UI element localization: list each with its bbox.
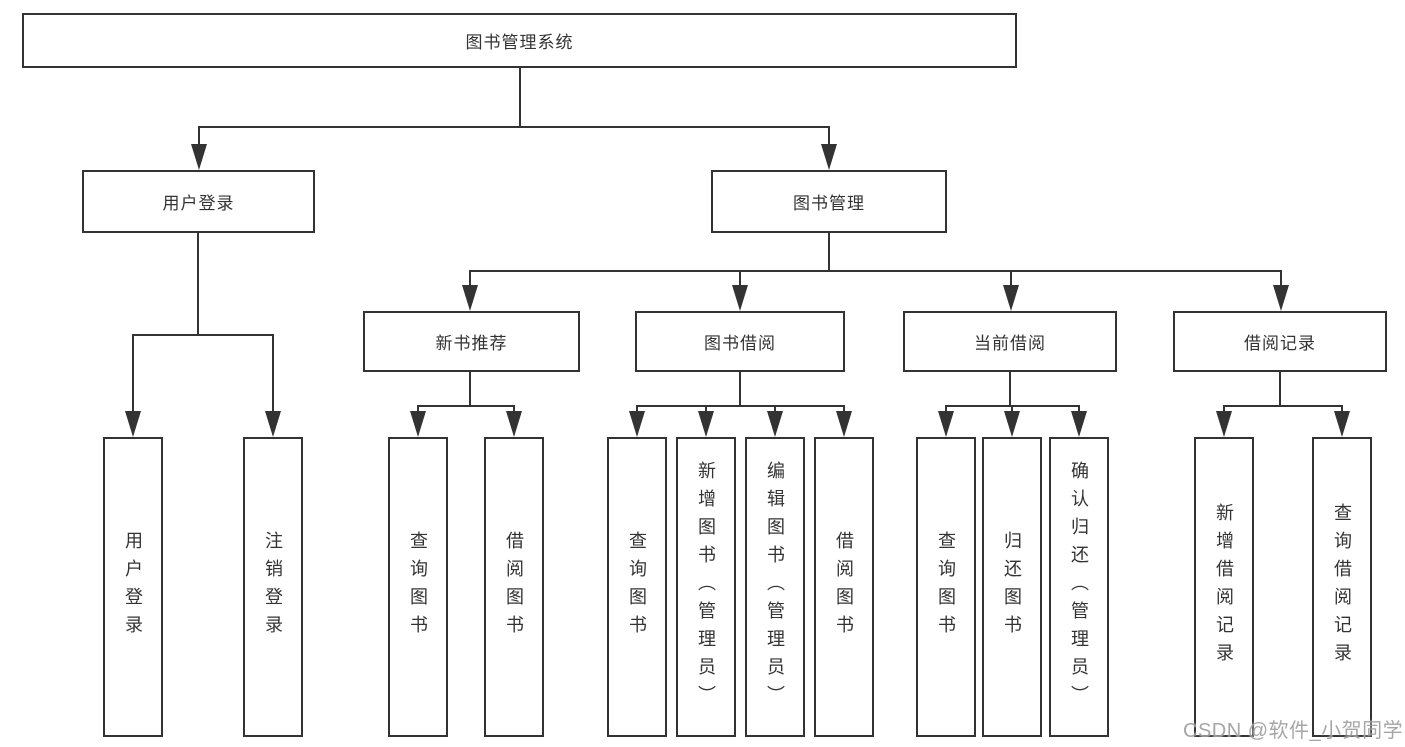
leaf-records-add-record: 新增借阅记录	[1194, 437, 1254, 737]
connector-recommend-branch	[417, 372, 515, 419]
node-label: 用户登录	[162, 194, 235, 213]
leaf-label: 查询图书	[936, 531, 956, 643]
leaf-label: 查询借阅记录	[1332, 503, 1352, 671]
leaf-label: 归还图书	[1002, 531, 1022, 643]
leaf-borrow-add-books-admin: 新增图书（管理员）	[676, 437, 736, 737]
connector-records-branch	[1223, 372, 1343, 419]
leaf-user-login: 用户登录	[103, 437, 163, 737]
node-book-management: 图书管理	[711, 170, 947, 233]
node-label: 图书管理	[793, 194, 865, 213]
node-borrowing-records: 借阅记录	[1173, 311, 1387, 372]
leaf-label: 确认归还（管理员）	[1069, 461, 1089, 713]
leaf-label: 查询图书	[408, 531, 428, 643]
node-label: 当前借阅	[974, 334, 1046, 353]
leaf-logout: 注销登录	[243, 437, 303, 737]
node-current-borrowing: 当前借阅	[903, 311, 1117, 372]
leaf-current-query-books: 查询图书	[916, 437, 976, 737]
leaf-borrow-query-books: 查询图书	[607, 437, 667, 737]
leaf-recommend-query-books: 查询图书	[388, 437, 448, 737]
leaf-label: 编辑图书（管理员）	[765, 461, 785, 713]
leaf-current-return-books: 归还图书	[982, 437, 1042, 737]
arrowheads	[125, 144, 1350, 437]
node-user-login: 用户登录	[82, 170, 315, 233]
connector-login-branch	[132, 233, 274, 419]
leaf-label: 借阅图书	[504, 531, 524, 643]
leaf-borrow-borrow-books: 借阅图书	[814, 437, 874, 737]
leaf-label: 借阅图书	[834, 531, 854, 643]
node-book-borrowing: 图书借阅	[635, 311, 845, 372]
node-label: 图书借阅	[704, 334, 776, 353]
node-library-management-system: 图书管理系统	[22, 13, 1017, 68]
node-new-book-recommendation: 新书推荐	[363, 311, 580, 372]
leaf-label: 新增图书（管理员）	[696, 461, 716, 713]
leaf-recommend-borrow-books: 借阅图书	[484, 437, 544, 737]
leaf-borrow-edit-books-admin: 编辑图书（管理员）	[745, 437, 805, 737]
node-label: 新书推荐	[435, 334, 508, 353]
leaf-label: 用户登录	[123, 531, 143, 643]
connector-mgmt-branch	[469, 233, 1282, 293]
csdn-watermark: CSDN @软件_小贺同学	[1183, 720, 1404, 742]
leaf-records-query-record: 查询借阅记录	[1312, 437, 1372, 737]
node-label: 借阅记录	[1244, 334, 1316, 353]
connector-root-branch	[198, 68, 830, 152]
leaf-label: 新增借阅记录	[1214, 503, 1234, 671]
leaf-current-confirm-return-admin: 确认归还（管理员）	[1049, 437, 1109, 737]
leaf-label: 查询图书	[627, 531, 647, 643]
connector-borrow-branch	[636, 372, 845, 419]
leaf-label: 注销登录	[263, 531, 283, 643]
node-label: 图书管理系统	[465, 33, 574, 52]
